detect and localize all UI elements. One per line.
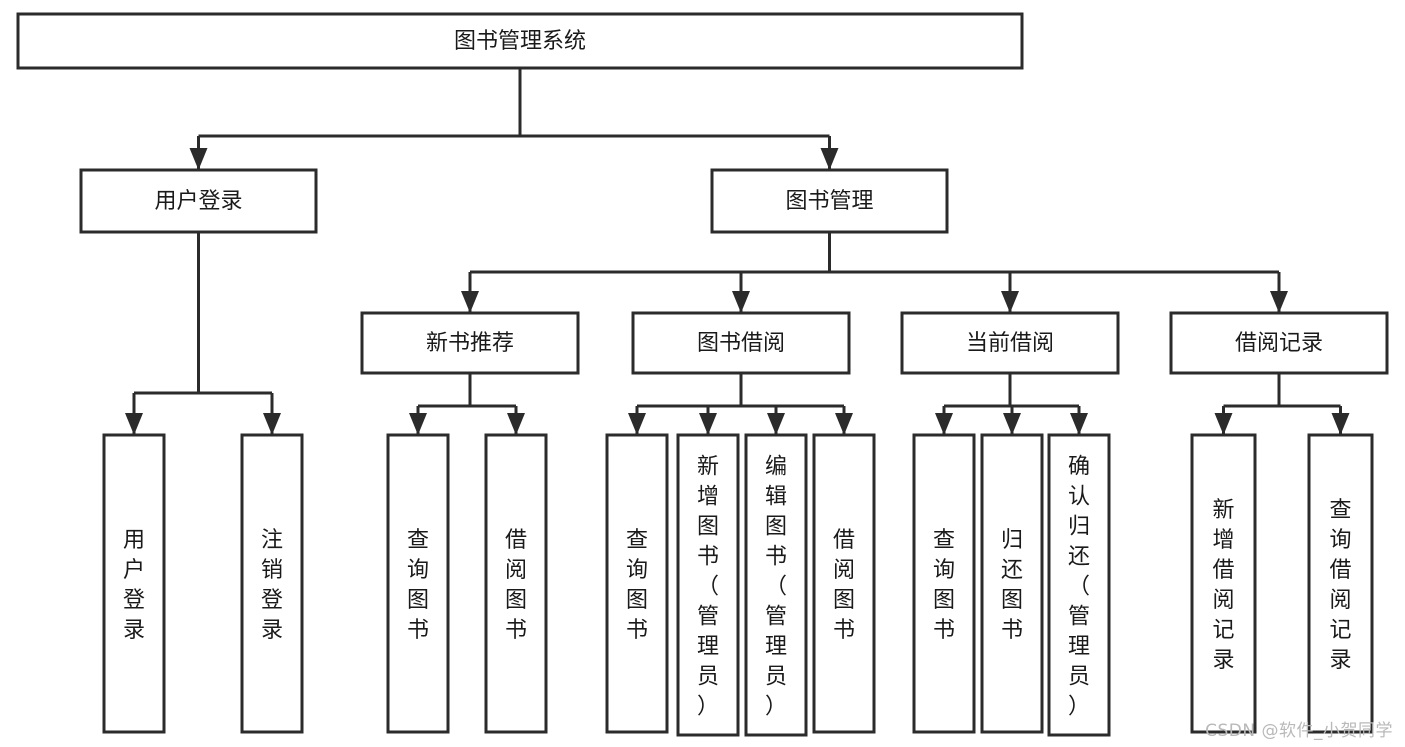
arrow-head-icon (767, 413, 785, 435)
arrow-head-icon (189, 148, 208, 170)
node-box (386, 433, 450, 734)
node-label: 用户登录 (154, 189, 242, 214)
node-borrow-record[interactable]: 借阅记录 (1169, 311, 1389, 375)
node-box (1047, 433, 1111, 737)
node-label: 借阅记录 (1235, 331, 1323, 356)
node-label: 图书借阅 (697, 331, 785, 356)
node-box (912, 433, 976, 734)
node-leaf-bb-borrow[interactable]: 借阅图书 (812, 433, 876, 734)
node-leaf-cb-return[interactable]: 归还图书 (980, 433, 1044, 734)
node-book-borrow[interactable]: 图书借阅 (631, 311, 851, 375)
node-label: 编辑图书（管理员） (765, 454, 787, 719)
node-current-borrow[interactable]: 当前借阅 (900, 311, 1120, 375)
node-label: 用户登录 (123, 528, 145, 643)
arrow-head-icon (1331, 413, 1350, 435)
node-box (360, 311, 580, 375)
node-box (16, 12, 1024, 70)
arrow-head-icon (125, 413, 143, 435)
node-leaf-br-add[interactable]: 新增借阅记录 (1190, 433, 1257, 734)
node-box (812, 433, 876, 734)
arrow-head-icon (935, 413, 953, 435)
node-new-book-rec[interactable]: 新书推荐 (360, 311, 580, 375)
node-box (79, 168, 318, 234)
arrow-head-icon (1214, 413, 1233, 435)
node-leaf-logout[interactable]: 注销登录 (240, 433, 304, 734)
node-label: 查询借阅记录 (1329, 498, 1351, 673)
edges-layer (125, 68, 1350, 435)
arrow-head-icon (835, 413, 853, 435)
node-label: 查询图书 (626, 528, 648, 643)
arrow-head-icon (461, 291, 479, 313)
node-label: 新书推荐 (426, 331, 514, 356)
arrow-head-icon (507, 413, 525, 435)
node-label: 新增图书（管理员） (697, 454, 719, 719)
node-label: 确认归还（管理员） (1068, 454, 1090, 719)
arrow-head-icon (820, 148, 839, 170)
node-box (1169, 311, 1389, 375)
node-box (605, 433, 669, 734)
arrow-head-icon (628, 413, 646, 435)
nodes-layer: 图书管理系统用户登录图书管理新书推荐图书借阅当前借阅借阅记录用户登录注销登录查询… (16, 12, 1389, 737)
node-box (676, 433, 740, 737)
node-box (484, 433, 548, 734)
node-book-manage[interactable]: 图书管理 (710, 168, 949, 234)
node-leaf-bb-add[interactable]: 新增图书（管理员） (676, 433, 740, 737)
node-box (102, 433, 166, 734)
node-label: 当前借阅 (966, 331, 1054, 356)
arrow-head-icon (732, 291, 750, 313)
arrow-head-icon (1070, 413, 1088, 435)
node-leaf-user-login[interactable]: 用户登录 (102, 433, 166, 734)
arrow-head-icon (1003, 413, 1021, 435)
node-label: 注销登录 (261, 528, 283, 643)
node-label: 图书管理 (785, 189, 873, 214)
node-leaf-br-query[interactable]: 查询借阅记录 (1307, 433, 1374, 734)
arrow-head-icon (1270, 291, 1288, 313)
node-leaf-rec-borrow[interactable]: 借阅图书 (484, 433, 548, 734)
node-box (1307, 433, 1374, 734)
node-box (980, 433, 1044, 734)
arrow-head-icon (263, 413, 281, 435)
node-label: 新增借阅记录 (1212, 498, 1234, 673)
node-box (710, 168, 949, 234)
node-user-login[interactable]: 用户登录 (79, 168, 318, 234)
node-box (631, 311, 851, 375)
arrow-head-icon (699, 413, 717, 435)
node-box (744, 433, 808, 737)
node-box (240, 433, 304, 734)
node-label: 借阅图书 (833, 528, 855, 643)
node-label: 查询图书 (407, 528, 429, 643)
node-undefined[interactable]: 图书管理系统 (16, 12, 1024, 70)
node-label: 借阅图书 (505, 528, 527, 643)
node-leaf-rec-query[interactable]: 查询图书 (386, 433, 450, 734)
node-label: 图书管理系统 (454, 29, 586, 54)
node-box (900, 311, 1120, 375)
arrow-head-icon (1001, 291, 1019, 313)
node-leaf-bb-query[interactable]: 查询图书 (605, 433, 669, 734)
watermark-text: CSDN @软件_小贺同学 (1205, 721, 1393, 741)
node-label: 查询图书 (933, 528, 955, 643)
node-box (1190, 433, 1257, 734)
node-label: 归还图书 (1001, 528, 1023, 643)
node-leaf-bb-edit[interactable]: 编辑图书（管理员） (744, 433, 808, 737)
node-leaf-cb-query[interactable]: 查询图书 (912, 433, 976, 734)
node-leaf-cb-confirm[interactable]: 确认归还（管理员） (1047, 433, 1111, 737)
arrow-head-icon (409, 413, 427, 435)
